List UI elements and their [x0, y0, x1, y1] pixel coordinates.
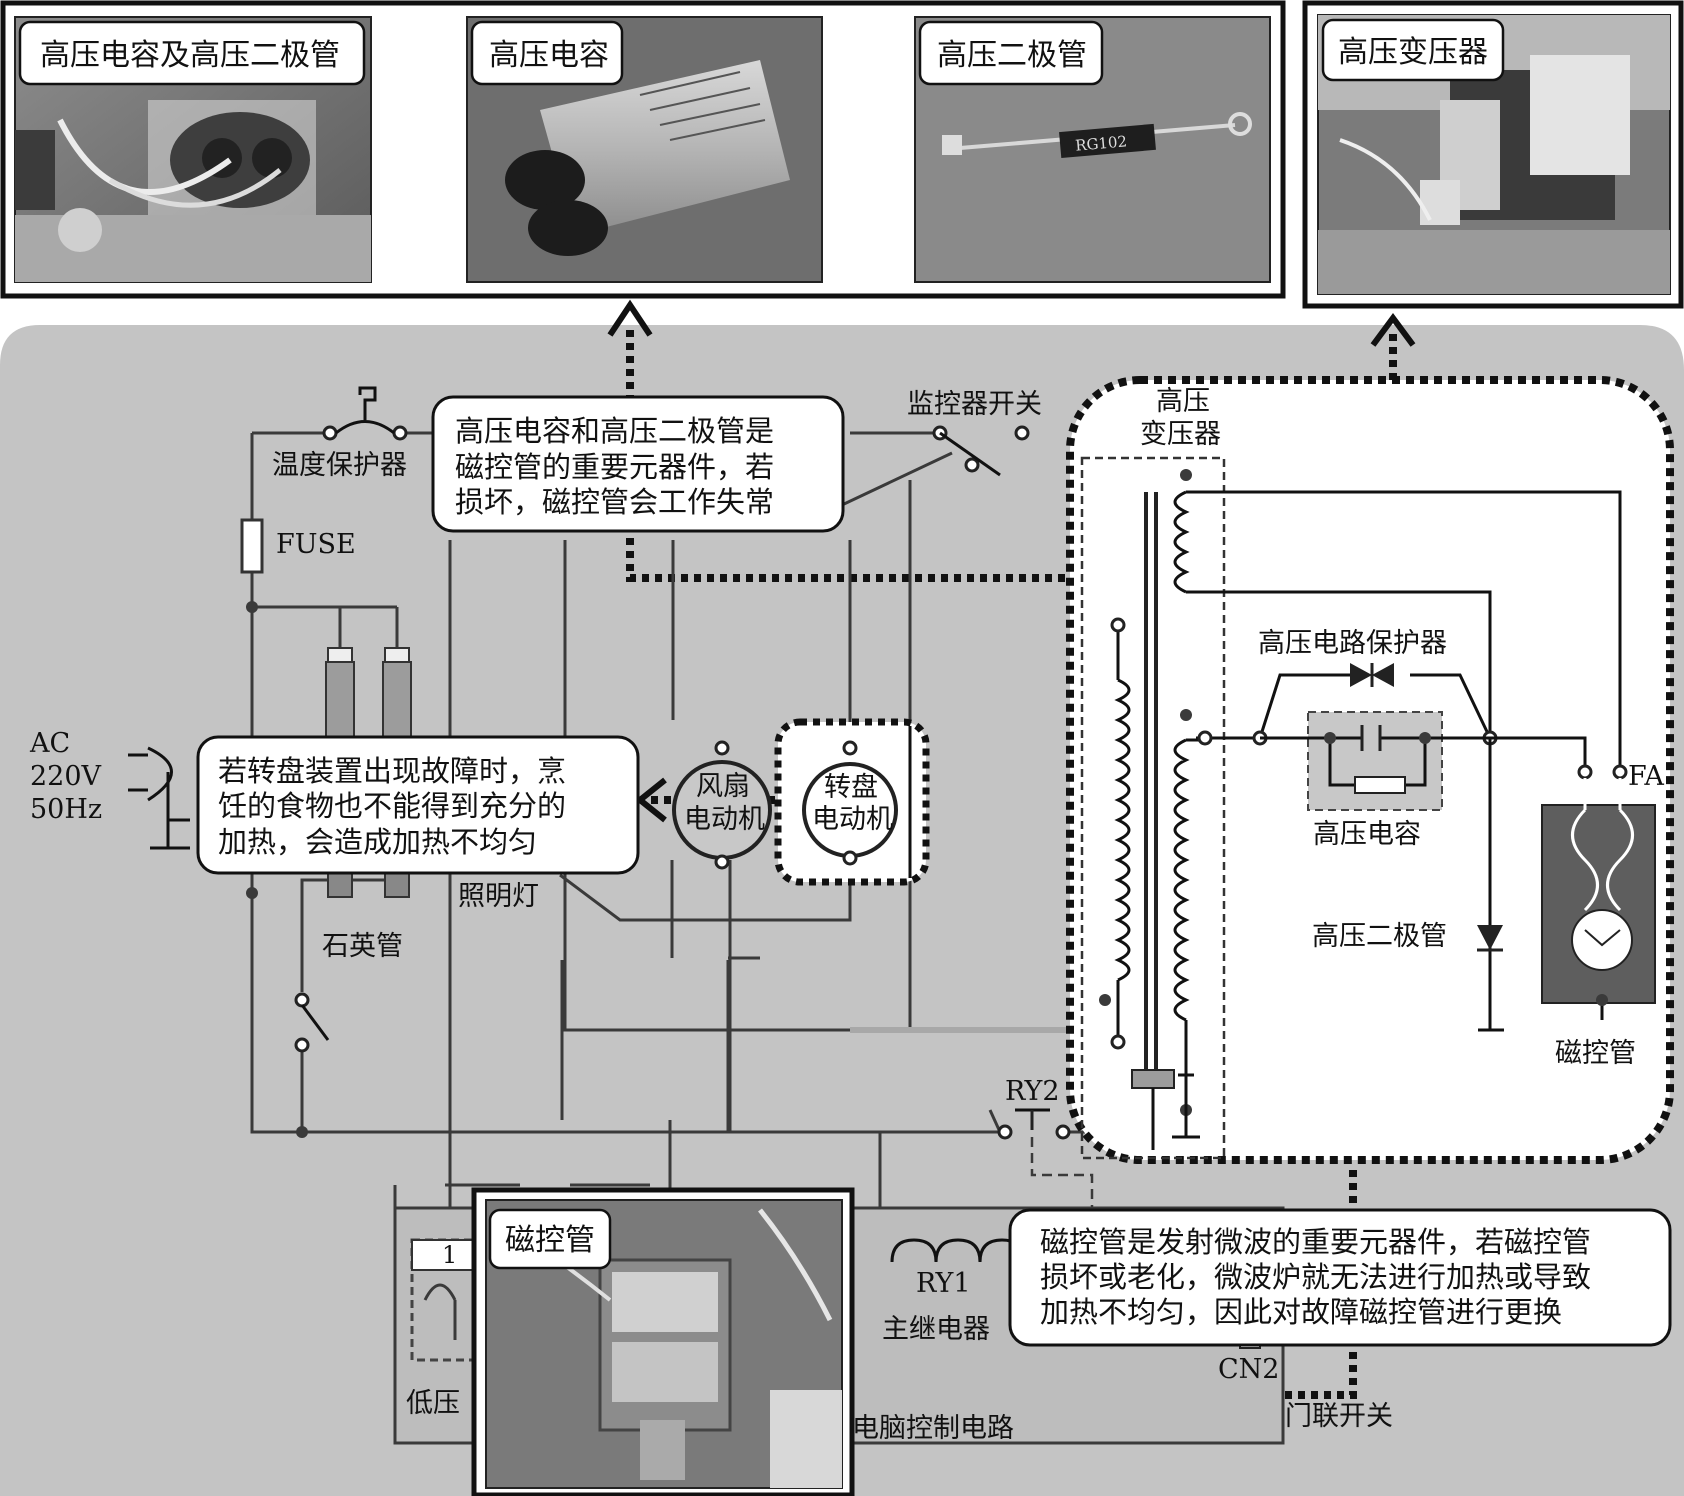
label-ac-frequency: 50Hz — [30, 794, 102, 825]
label-monitor-switch: 监控器开关 — [907, 389, 1042, 420]
label-main-relay: 主继电器 — [882, 1314, 990, 1345]
callout-hv-parts: 高压电容和高压二极管是 磁控管的重要元器件，若 损坏，磁控管会工作失常 — [431, 395, 845, 533]
label-ac-voltage: 220V — [30, 761, 102, 792]
label-ry2: RY2 — [1005, 1076, 1060, 1107]
arrow-turntable — [635, 777, 667, 823]
svg-text:风扇: 风扇 — [696, 771, 750, 802]
svg-text:加热不均匀，因此对故障磁控管进行更换: 加热不均匀，因此对故障磁控管进行更换 — [1040, 1295, 1562, 1329]
svg-text:磁控管: 磁控管 — [505, 1223, 595, 1258]
label-hv-diode: 高压二极管 — [1312, 921, 1447, 952]
label-low-voltage: 低压 — [406, 1388, 460, 1419]
hv-transformer-symbol — [1099, 469, 1622, 1150]
diode-marking: RG102 — [1075, 132, 1128, 154]
label-thermal-protector: 温度保护器 — [272, 450, 407, 481]
label-quartz-tube: 石英管 — [322, 931, 403, 962]
thermal-protector-symbol — [322, 386, 408, 441]
hv-diode-symbol — [1477, 738, 1504, 1032]
ry2-relay-symbol — [997, 1108, 1071, 1140]
hv-capacitor-symbol — [1260, 711, 1490, 811]
badge-hv-cap-diode: 高压电容及高压二极管 — [18, 20, 366, 86]
label-lamp: 照明灯 — [458, 881, 539, 912]
svg-text:电动机: 电动机 — [684, 804, 765, 835]
label-magnetron: 磁控管 — [1555, 1038, 1636, 1069]
low-voltage-coil — [423, 1283, 457, 1340]
badge-hv-transformer: 高压变压器 — [1321, 18, 1505, 82]
label-door-switch: 门联开关 — [1285, 1401, 1393, 1432]
svg-text:损坏，磁控管会工作失常: 损坏，磁控管会工作失常 — [455, 485, 774, 519]
label-hv-capacitor: 高压电容 — [1313, 819, 1421, 850]
turntable-motor-symbol: 转盘 电动机 — [774, 718, 930, 886]
label-hv-transformer-1: 高压 — [1156, 386, 1210, 417]
svg-text:磁控管的重要元器件，若: 磁控管的重要元器件，若 — [455, 450, 774, 484]
label-fuse: FUSE — [276, 529, 356, 560]
svg-text:高压二极管: 高压二极管 — [937, 38, 1087, 73]
callout-magnetron: 磁控管是发射微波的重要元器件，若磁控管 损坏或老化，微波炉就无法进行加热或导致 … — [1008, 1208, 1672, 1347]
arrow-transformer — [1370, 312, 1416, 347]
callout-turntable: 若转盘装置出现故障时，烹 饪的食物也不能得到充分的 加热，会造成加热不均匀 — [196, 735, 640, 875]
label-fa: FA — [1628, 761, 1664, 792]
label-computer-control: 电脑控制电路 — [852, 1413, 1014, 1444]
svg-text:磁控管是发射微波的重要元器件，若磁控管: 磁控管是发射微波的重要元器件，若磁控管 — [1040, 1225, 1591, 1259]
photo-magnetron — [485, 1199, 843, 1489]
badge-hv-cap: 高压电容 — [470, 20, 624, 86]
svg-text:转盘: 转盘 — [824, 772, 878, 803]
svg-text:加热，会造成加热不均匀: 加热，会造成加热不均匀 — [218, 825, 537, 859]
label-hv-protector: 高压电路保护器 — [1258, 628, 1447, 659]
quartz-switch-symbol — [294, 992, 330, 1053]
label-cn2: CN2 — [1218, 1354, 1279, 1385]
badge-magnetron: 磁控管 — [488, 1208, 612, 1270]
photo-hv-cap — [466, 16, 823, 283]
svg-text:若转盘装置出现故障时，烹: 若转盘装置出现故障时，烹 — [218, 754, 566, 788]
svg-text:高压电容: 高压电容 — [489, 38, 609, 73]
ac-plug-symbol — [128, 746, 190, 850]
photo-hv-diode: RG102 — [914, 16, 1271, 283]
leader-magnetron — [880, 1170, 1357, 1399]
monitor-switch-symbol — [932, 425, 1030, 477]
transformer-box — [1080, 456, 1226, 1160]
label-hv-transformer-2: 变压器 — [1140, 419, 1221, 450]
svg-text:高压电容及高压二极管: 高压电容及高压二极管 — [40, 38, 340, 73]
svg-text:饪的食物也不能得到充分的: 饪的食物也不能得到充分的 — [218, 789, 566, 823]
label-ac: AC — [29, 728, 70, 759]
fan-motor-symbol: 风扇 电动机 — [672, 740, 772, 870]
svg-text:电动机: 电动机 — [812, 804, 893, 835]
svg-text:损坏或老化，微波炉就无法进行加热或导致: 损坏或老化，微波炉就无法进行加热或导致 — [1040, 1260, 1591, 1294]
label-ry1: RY1 — [916, 1268, 971, 1299]
ry1-coil-symbol — [890, 1238, 1026, 1263]
pin-1-left: 1 — [442, 1241, 457, 1269]
svg-text:高压变压器: 高压变压器 — [1338, 35, 1488, 70]
fuse-symbol — [240, 518, 264, 574]
badge-hv-diode: 高压二极管 — [918, 20, 1104, 86]
hv-protector-symbol — [1196, 663, 1498, 746]
magnetron-symbol — [1490, 736, 1656, 1020]
arrow-hv-parts — [607, 299, 653, 337]
svg-text:高压电容和高压二极管是: 高压电容和高压二极管是 — [455, 414, 774, 448]
